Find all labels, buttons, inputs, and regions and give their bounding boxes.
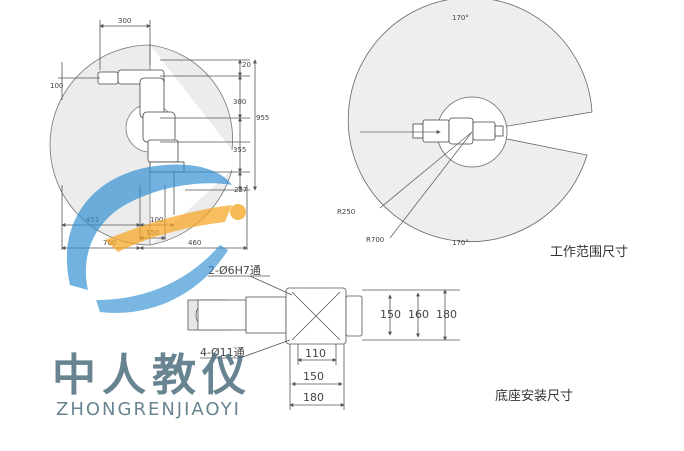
dim-160-right: 160 bbox=[408, 308, 429, 321]
dim-20: 20 bbox=[242, 61, 251, 69]
top-view bbox=[347, 0, 593, 243]
watermark-pinyin: ZHONGRENJIAOYI bbox=[56, 399, 241, 420]
watermark-logo: 中人教仪 ZHONGRENJIAOYI bbox=[52, 164, 252, 420]
base-view-labels: 2-Ø6H7通 4-Ø11通 150 160 180 110 150 180 底… bbox=[200, 264, 573, 404]
dim-110-bottom: 110 bbox=[305, 347, 326, 360]
dim-355: 355 bbox=[233, 146, 246, 154]
radius-inner-label: R250 bbox=[337, 208, 355, 216]
dim-300-right: 300 bbox=[233, 98, 246, 106]
hole-small-label: 4-Ø11通 bbox=[200, 346, 245, 359]
logo-swoosh-blue-lower-icon bbox=[96, 245, 228, 313]
base-view-caption: 底座安装尺寸 bbox=[495, 388, 573, 404]
dim-955: 955 bbox=[256, 114, 269, 122]
dim-100-left: 100 bbox=[50, 82, 63, 90]
angle-top-label: 170° bbox=[452, 14, 469, 22]
watermark-chinese: 中人教仪 bbox=[52, 350, 252, 401]
hole-large-label: 2-Ø6H7通 bbox=[208, 264, 261, 277]
top-view-caption: 工作范围尺寸 bbox=[550, 245, 628, 260]
dim-150-right: 150 bbox=[380, 308, 401, 321]
logo-swoosh-blue-icon bbox=[66, 164, 232, 290]
radius-outer-label: R700 bbox=[366, 236, 384, 244]
logo-dot-icon bbox=[230, 204, 246, 220]
dim-300-top: 300 bbox=[118, 17, 131, 25]
dim-460: 460 bbox=[188, 239, 201, 247]
dim-180-bottom: 180 bbox=[303, 391, 324, 404]
dim-150-bottom: 150 bbox=[303, 370, 324, 383]
dim-100-bottom: 100 bbox=[150, 216, 163, 224]
angle-bottom-label: 170° bbox=[452, 239, 469, 247]
top-robot bbox=[412, 117, 504, 145]
dim-227: 227 bbox=[234, 186, 247, 194]
dim-180-right: 180 bbox=[436, 308, 457, 321]
base-view bbox=[187, 275, 460, 410]
logo-swoosh-orange-icon bbox=[105, 205, 232, 252]
top-view-labels: 170° 170° R250 R700 工作范围尺寸 bbox=[337, 14, 628, 260]
